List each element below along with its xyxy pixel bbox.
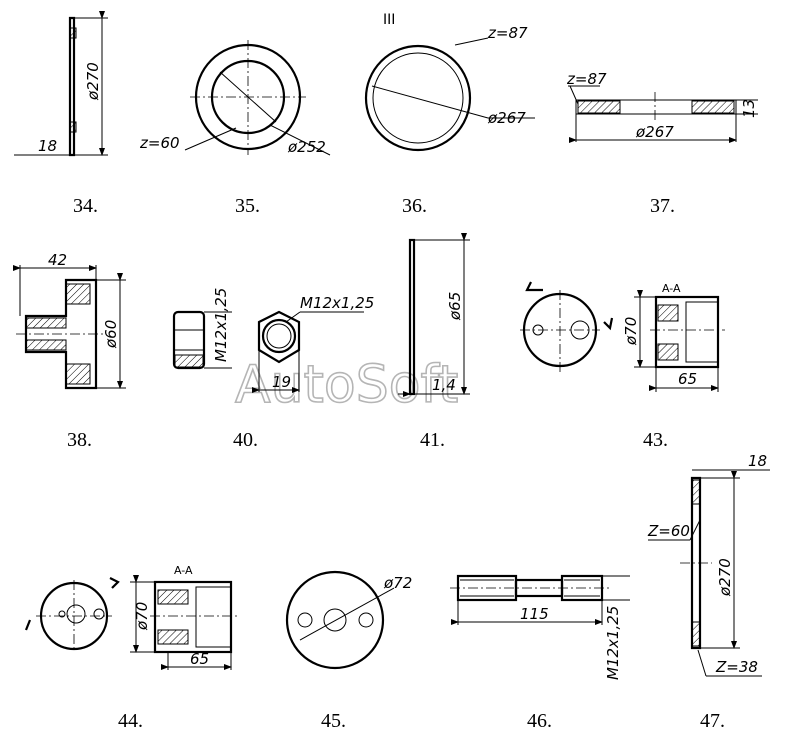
part-40-thread-front: M12x1,25 — [300, 294, 374, 312]
part-34-diameter: ø270 — [84, 62, 102, 101]
part-38: 42 ø60 38. — [13, 251, 126, 451]
part-37-diameter: ø267 — [635, 123, 674, 141]
part-44-caption: 44. — [118, 710, 143, 732]
part-36: z=87 ø267 36. — [364, 24, 535, 217]
part-38-diameter: ø60 — [102, 320, 120, 349]
part-41-diameter: ø65 — [446, 292, 464, 321]
part-35-teeth: z=60 — [139, 134, 180, 152]
part-40: M12x1,25 M12x1,25 19 40. — [172, 288, 374, 451]
part-34-thickness: 18 — [38, 137, 57, 155]
part-40-wrench-size: 19 — [272, 373, 291, 391]
section-mark: III — [383, 12, 395, 28]
part-47-teeth-outer: Z=60 — [647, 522, 690, 540]
part-36-caption: 36. — [402, 195, 427, 217]
part-36-teeth: z=87 — [487, 24, 528, 42]
part-43: A-A ø70 65 43. — [520, 281, 725, 451]
part-37-caption: 37. — [650, 195, 675, 217]
part-46-thread: M12x1,25 — [604, 606, 622, 680]
part-35-caption: 35. — [235, 195, 260, 217]
part-43-caption: 43. — [643, 429, 668, 451]
part-47-teeth-inner: Z=38 — [715, 658, 758, 676]
part-47-caption: 47. — [700, 710, 725, 732]
part-44: A-A ø70 65 44. — [24, 564, 238, 732]
part-45-caption: 45. — [321, 710, 346, 732]
part-43-length: 65 — [678, 370, 697, 388]
part-35: z=60 ø252 35. — [139, 40, 331, 217]
part-36-diameter: ø267 — [487, 109, 526, 127]
part-44-section-label: A-A — [174, 564, 193, 577]
part-45-diameter: ø72 — [383, 574, 412, 592]
part-40-thread-side: M12x1,25 — [212, 288, 230, 362]
part-45: ø72 45. — [285, 570, 412, 732]
part-38-caption: 38. — [67, 429, 92, 451]
part-44-length: 65 — [190, 650, 209, 668]
part-37-teeth: z=87 — [566, 70, 607, 88]
part-46-length: 115 — [520, 605, 549, 623]
part-41-caption: 41. — [420, 429, 445, 451]
part-38-length: 42 — [48, 251, 67, 269]
part-44-diameter: ø70 — [133, 602, 151, 631]
part-40-caption: 40. — [233, 429, 258, 451]
part-47-diameter: ø270 — [716, 558, 734, 597]
part-47-thickness: 18 — [748, 452, 767, 470]
part-47: 18 ø270 Z=60 Z=38 47. — [647, 452, 770, 732]
part-43-diameter: ø70 — [622, 317, 640, 346]
part-34-caption: 34. — [73, 195, 98, 217]
part-46: 115 M12x1,25 46. — [450, 574, 630, 732]
part-41: ø65 1,4 41. — [398, 233, 470, 451]
part-34: ø270 18 34. — [14, 11, 108, 217]
part-37-width: 13 — [740, 99, 758, 118]
watermark: AutoSoft — [235, 355, 458, 415]
part-46-caption: 46. — [527, 710, 552, 732]
part-35-diameter: ø252 — [287, 138, 326, 156]
part-43-section-label: A-A — [662, 282, 681, 295]
part-41-thickness: 1,4 — [432, 376, 456, 394]
part-37: ø267 z=87 13 37. — [566, 70, 758, 217]
